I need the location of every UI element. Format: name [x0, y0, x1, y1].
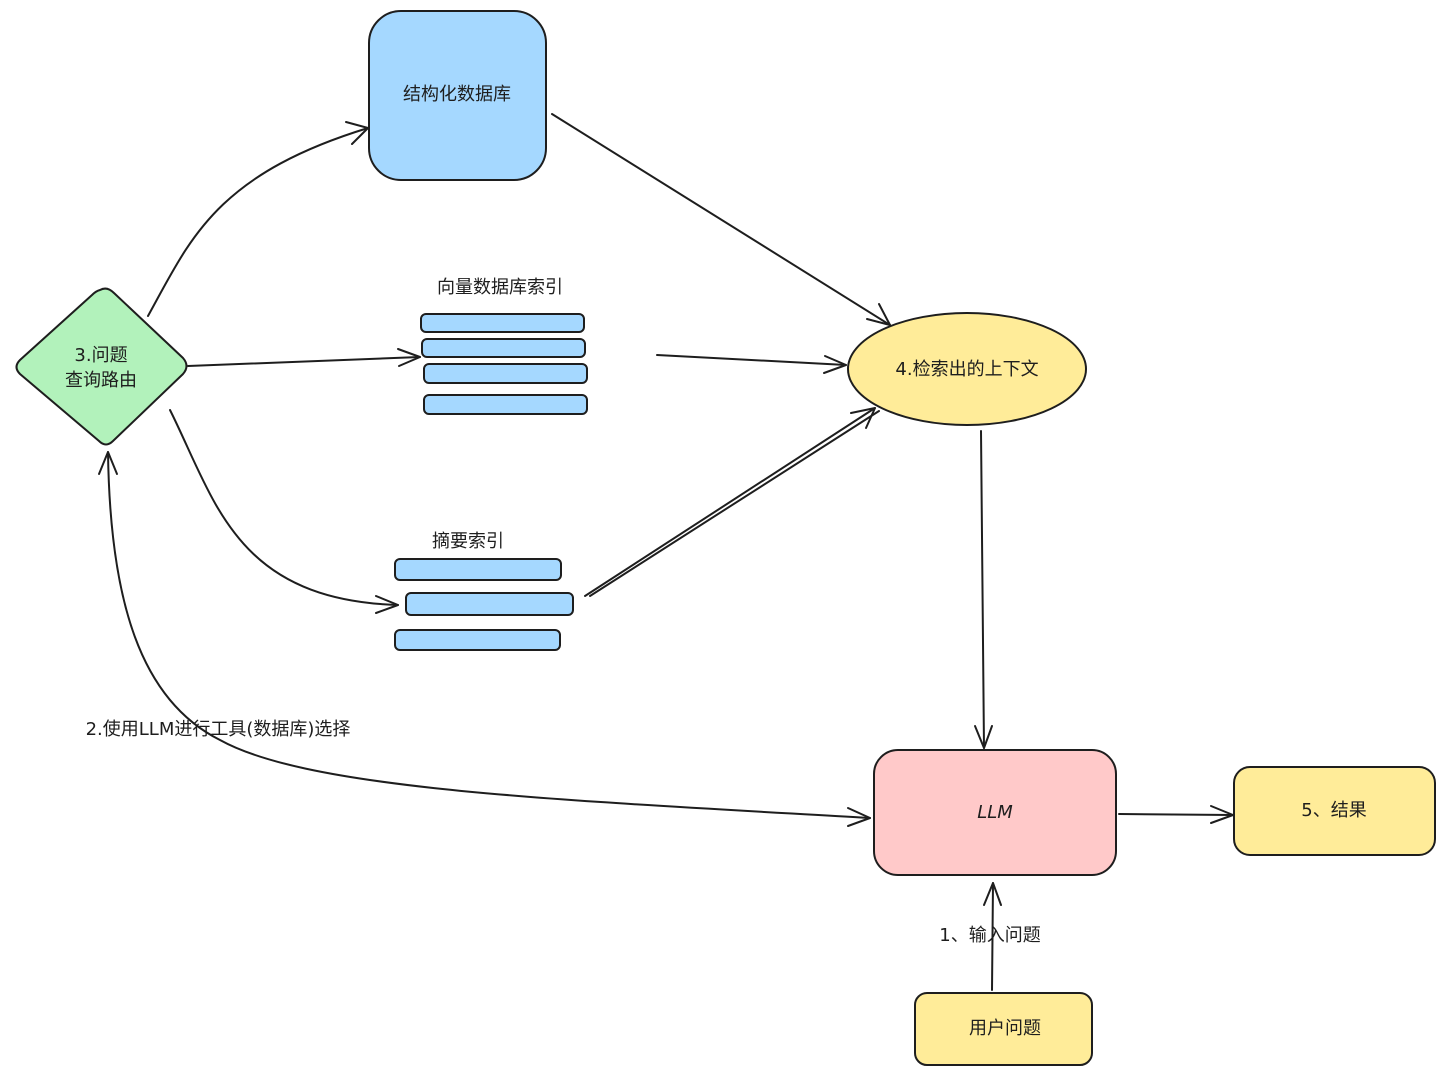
user-question-box — [914, 992, 1093, 1066]
edge-label-tool-select: 2.使用LLM进行工具(数据库)选择 — [86, 719, 351, 740]
llm-label: LLM — [977, 802, 1013, 823]
edge-structured-db-to-context — [551, 113, 891, 326]
edge-router-to-structured-db — [147, 121, 369, 317]
stacked-bars-icon — [394, 558, 574, 651]
context-label: 4.检索出的上下文 — [895, 359, 1038, 380]
result-box — [1233, 766, 1436, 856]
edge-summary-index-to-context — [584, 407, 880, 597]
edge-router-to-vector-index — [187, 348, 421, 367]
edge-router-to-summary-index — [169, 409, 399, 614]
summary-index-title: 摘要索引 — [432, 531, 504, 552]
llm-box — [873, 749, 1117, 876]
edge-llm-to-result — [1118, 805, 1234, 824]
edge-context-to-llm — [974, 430, 993, 749]
router-diamond — [15, 287, 188, 446]
edge-vector-index-to-context — [656, 354, 847, 374]
vector-index-title: 向量数据库索引 — [437, 277, 563, 298]
router-label-line1: 3.问题 — [74, 345, 127, 366]
summary-index-node[interactable]: 摘要索引 — [394, 531, 574, 651]
structured-db-node[interactable]: 结构化数据库 — [368, 10, 547, 181]
stacked-bars-icon — [420, 313, 588, 415]
edge-llm-to-router — [98, 451, 871, 827]
query-router-node[interactable]: 3.问题 查询路由 — [15, 287, 188, 446]
user-question-node[interactable]: 用户问题 — [914, 992, 1093, 1066]
router-label-line2: 查询路由 — [65, 370, 137, 391]
edge-user-question-to-llm — [983, 882, 1002, 991]
user-question-label: 用户问题 — [969, 1018, 1041, 1039]
edge-label-input-question: 1、输入问题 — [939, 925, 1040, 946]
vector-index-node[interactable]: 向量数据库索引 — [420, 277, 588, 415]
result-label: 5、结果 — [1301, 800, 1366, 821]
structured-db-label: 结构化数据库 — [403, 84, 511, 105]
result-node[interactable]: 5、结果 — [1233, 766, 1436, 856]
llm-node[interactable]: LLM — [873, 749, 1117, 876]
retrieved-context-node[interactable]: 4.检索出的上下文 — [847, 312, 1087, 426]
structured-db-box — [368, 10, 547, 181]
context-ellipse — [847, 312, 1087, 426]
